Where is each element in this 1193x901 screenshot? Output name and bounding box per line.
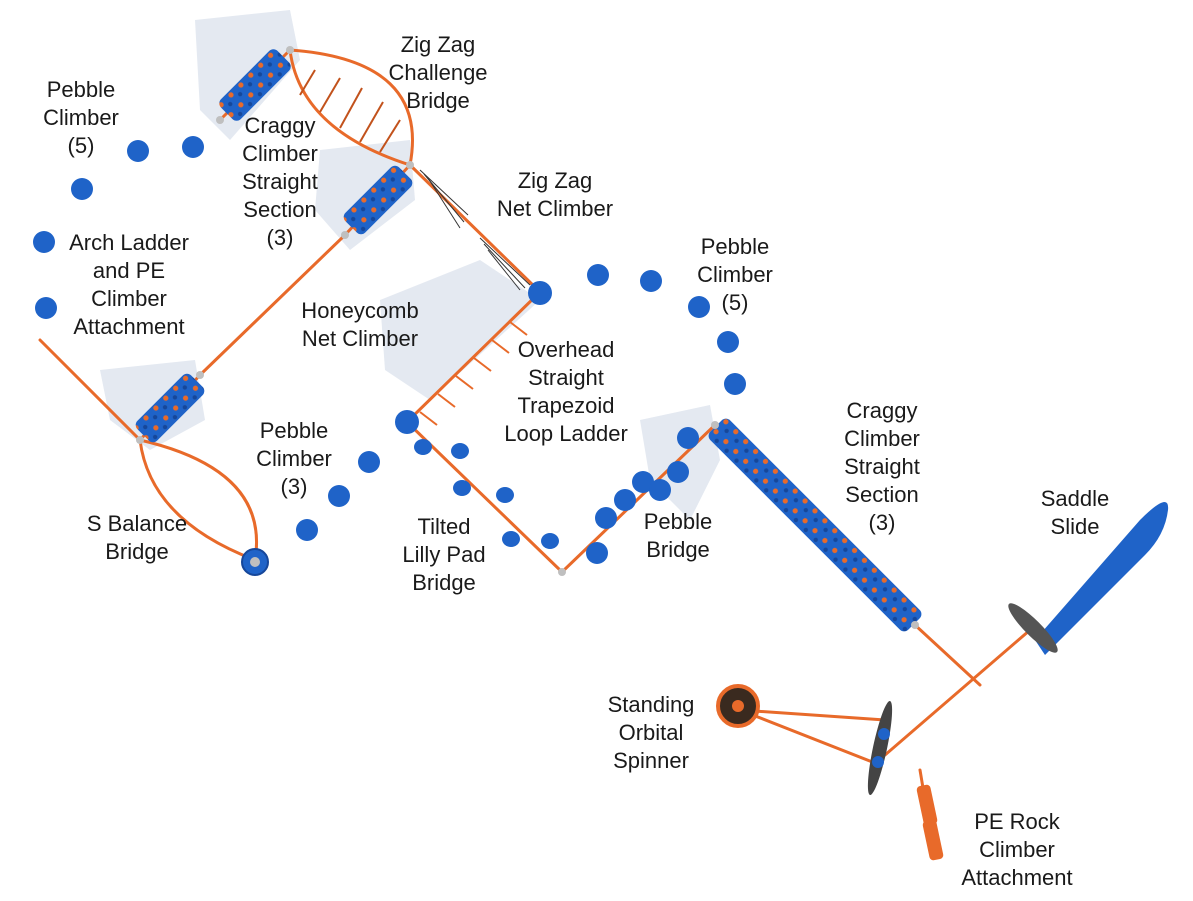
label-pebble-climber-top-right: Pebble Climber (5): [697, 234, 773, 315]
craggy-climber-lower-left: [135, 373, 205, 443]
label-zig-zag-net-climber: Zig Zag Net Climber: [496, 168, 614, 221]
label-standing-orbital-spinner: Standing Orbital Spinner: [607, 692, 695, 773]
label-pebble-bridge: Pebble Bridge: [643, 509, 713, 562]
craggy-climber-mid: [343, 165, 413, 235]
label-craggy-climber-straight-right: Craggy Climber Straight Section (3): [844, 398, 920, 535]
label-pe-rock-climber-attachment: PE Rock Climber Attachment: [961, 809, 1073, 890]
craggy-climber-right: [708, 418, 922, 632]
pe-rock-climber: [916, 784, 944, 861]
saddle-slide: [1008, 502, 1169, 655]
overhead-ladder-rungs: [419, 321, 528, 426]
label-tilted-lilly-pad-bridge: Tilted Lilly Pad Bridge: [402, 514, 486, 595]
posts: [136, 46, 919, 629]
label-arch-ladder: Arch Ladder and PE Climber Attachment: [69, 230, 189, 339]
label-pebble-climber-mid: Pebble Climber (3): [256, 418, 332, 499]
zig-zag-bridge-rungs: [299, 69, 401, 153]
label-honeycomb-net-climber: Honeycomb Net Climber: [301, 298, 419, 351]
label-saddle-slide: Saddle Slide: [1040, 486, 1110, 539]
label-s-balance-bridge: S Balance Bridge: [86, 511, 188, 564]
craggy-climber-top: [219, 49, 291, 121]
label-craggy-climber-straight-top: Craggy Climber Straight Section (3): [242, 113, 318, 250]
label-zig-zag-challenge-bridge: Zig Zag Challenge Bridge: [388, 32, 488, 113]
label-overhead-ladder: Overhead Straight Trapezoid Loop Ladder: [504, 337, 628, 446]
orbital-spinner: [716, 684, 893, 795]
label-pebble-climber-top-left: Pebble Climber (5): [43, 77, 119, 158]
tilted-lilly-pads: [414, 439, 559, 549]
pebble-climbers: [33, 136, 746, 541]
pebble-bridge: [586, 427, 699, 564]
zig-zag-net: [419, 169, 531, 291]
